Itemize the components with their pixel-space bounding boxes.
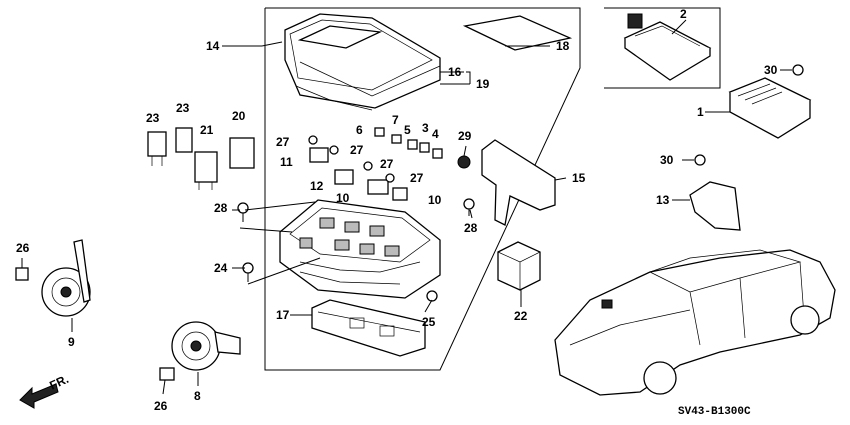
callout-20: 20	[232, 109, 246, 123]
callout-22: 22	[514, 309, 528, 323]
callout-19: 19	[476, 77, 490, 91]
car-outline	[554, 249, 836, 396]
forward-arrow-icon	[19, 383, 59, 409]
callout-3: 3	[422, 121, 429, 135]
callout-28b: 28	[464, 221, 478, 235]
callout-28a: 28	[214, 201, 228, 215]
leader-lines	[21, 19, 792, 395]
callout-26a: 26	[16, 241, 30, 255]
callout-4: 4	[432, 127, 439, 141]
callout-29: 29	[458, 129, 472, 143]
callout-27b: 27	[350, 143, 364, 157]
horn-8	[159, 321, 241, 381]
callout-30b: 30	[660, 153, 674, 167]
callout-21: 21	[200, 123, 214, 137]
callout-24: 24	[214, 261, 228, 275]
fuse-box-group-frame	[264, 7, 581, 371]
relays-left	[147, 127, 255, 190]
callout-5: 5	[404, 123, 411, 137]
ecu-upper	[623, 13, 712, 81]
callout-9: 9	[68, 335, 75, 349]
small-relays	[309, 147, 408, 201]
label-sheet	[462, 15, 573, 51]
diagram-code: SV43-B1300C	[678, 406, 751, 418]
callout-17: 17	[276, 308, 290, 322]
bracket-15	[481, 139, 556, 226]
callout-10a: 10	[336, 191, 350, 205]
callout-10b: 10	[428, 193, 442, 207]
mini-fuses	[374, 127, 443, 159]
callout-27c: 27	[380, 157, 394, 171]
screws-27	[308, 135, 395, 183]
fuse-box-body	[279, 199, 441, 299]
ecu-frame	[604, 7, 721, 89]
callout-26b: 26	[154, 399, 168, 413]
callout-27a: 27	[276, 135, 290, 149]
callout-2: 2	[680, 7, 687, 21]
callout-numbers: 14 18 16 19 2 30 1 30 13 15 29 28 22 25 …	[16, 7, 778, 413]
callout-16: 16	[448, 65, 462, 79]
callout-25: 25	[422, 315, 436, 329]
horn-9	[15, 239, 91, 317]
callout-27d: 27	[410, 171, 424, 185]
bracket-13	[689, 181, 741, 231]
callout-18: 18	[556, 39, 570, 53]
callout-7: 7	[392, 113, 399, 127]
fuse-box-cover	[284, 13, 441, 111]
relay-22	[497, 241, 541, 291]
callout-23b: 23	[176, 101, 190, 115]
callout-8: 8	[194, 389, 201, 403]
callout-6: 6	[356, 123, 363, 137]
callout-13: 13	[656, 193, 670, 207]
callout-1: 1	[697, 105, 704, 119]
callout-15: 15	[572, 171, 586, 185]
control-unit	[728, 77, 812, 139]
callout-14: 14	[206, 39, 220, 53]
callout-12: 12	[310, 179, 324, 193]
callout-30a: 30	[764, 63, 778, 77]
callout-23a: 23	[146, 111, 160, 125]
fuse-box-bottom-cover	[311, 299, 426, 357]
direction-label: FR.	[47, 372, 70, 393]
callout-11: 11	[280, 155, 293, 169]
